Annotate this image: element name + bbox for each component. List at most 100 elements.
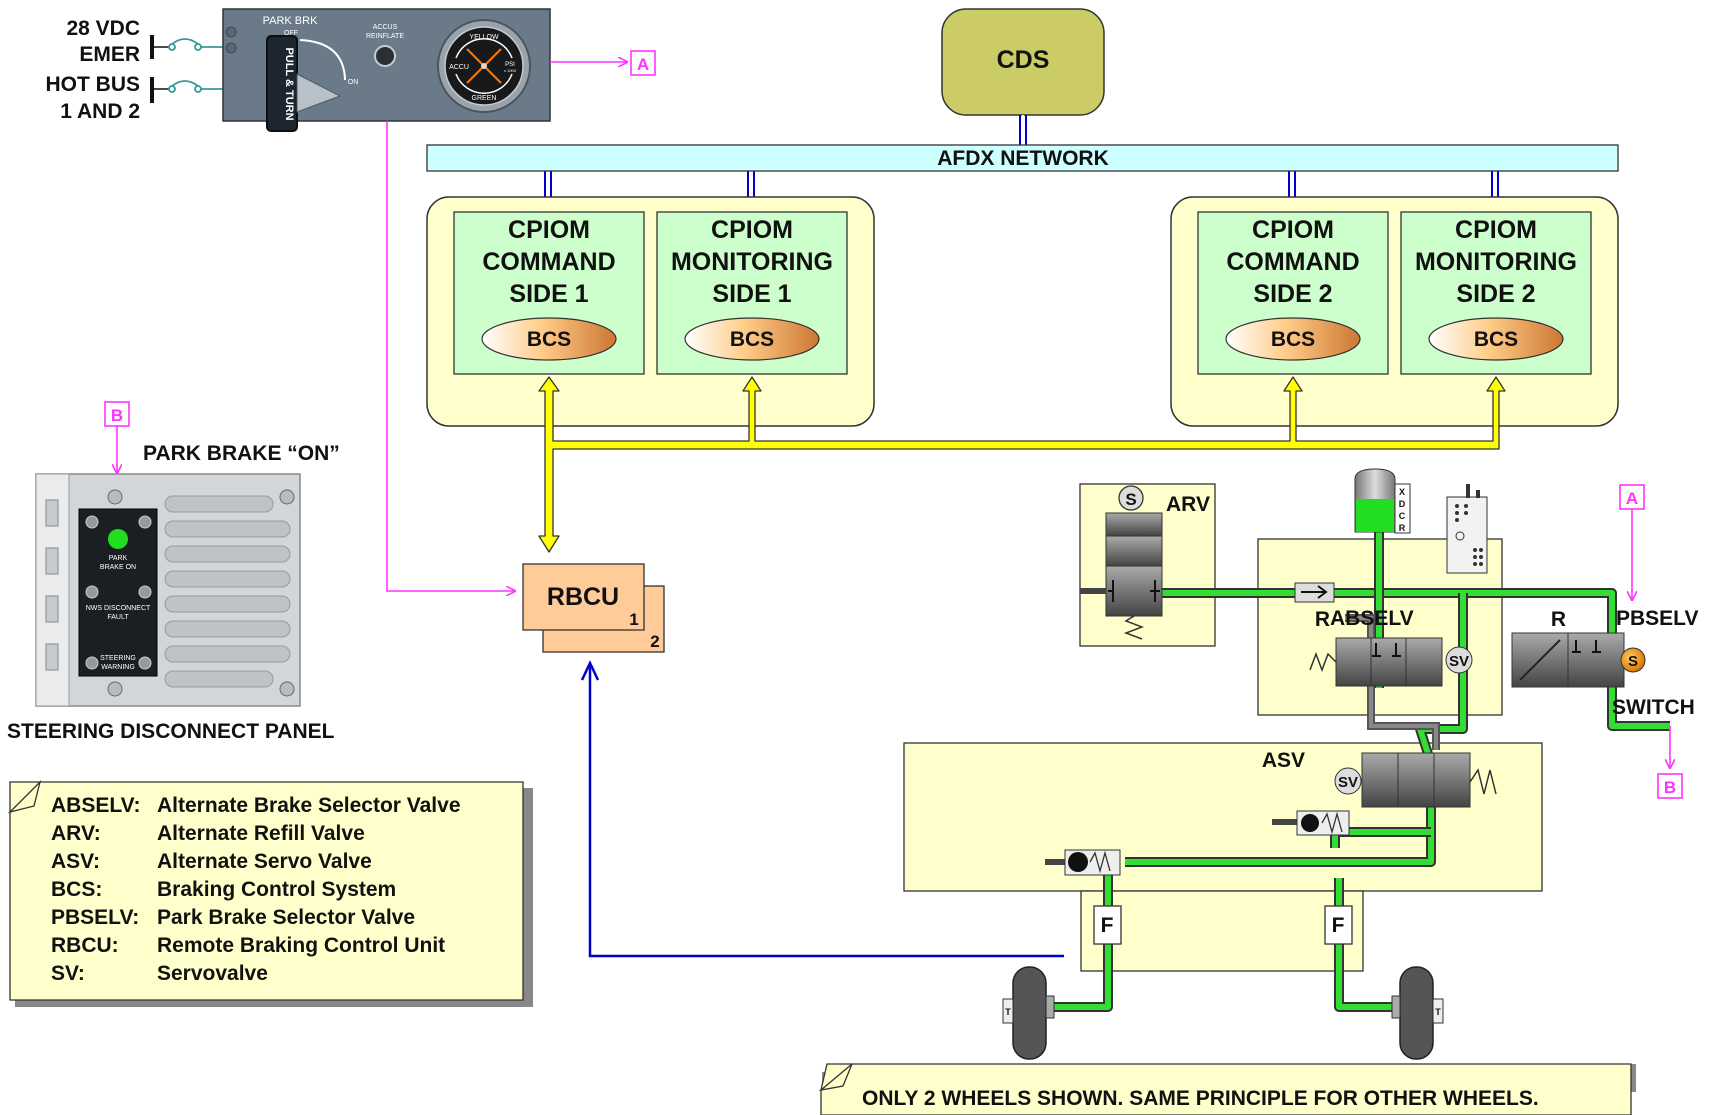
steering-panel-caption: STEERING DISCONNECT PANEL [7,720,335,743]
asv-label: ASV [1262,749,1305,772]
check-valve [1294,582,1335,603]
pbselv-label: PBSELV [1616,607,1698,630]
fuse-right-label: F [1332,914,1345,937]
xdcr-c: C [1399,511,1406,521]
legend-abbr-3: ASV: [51,850,100,873]
gauge-yellow-label: YELLOW [469,34,499,41]
power-emer-label: EMER [79,43,140,66]
arv-s-label: S [1125,490,1136,509]
cpiom-monitoring-side-2: CPIOM MONITORING SIDE 2 BCS [1400,211,1592,375]
xdcr-d: D [1399,499,1406,509]
pull-turn-label: PULL & TURN [283,47,295,120]
arv-valve: S ARV [1080,485,1210,640]
park-indicator-line2: BRAKE ON [100,564,136,571]
legend-desc-2: Alternate Refill Valve [157,822,365,845]
footnote: ONLY 2 WHEELS SHOWN. SAME PRINCIPLE FOR … [818,1063,1636,1115]
gauge-accu-label: ACCU [449,64,469,71]
cpiom-command-side-1: CPIOM COMMAND SIDE 1 BCS [453,211,645,375]
power-hot-bus-label: HOT BUS [46,73,141,96]
cpiom-4-line1: CPIOM [1455,216,1537,244]
abselv-r-label: R [1315,608,1330,631]
pbselv-valve: PBSELV R S SWITCH [1511,607,1698,719]
cpiom-4-line2: MONITORING [1415,248,1577,276]
reference-a-right: A [1619,484,1645,600]
circuit-breakers [150,35,224,103]
cds-label: CDS [997,46,1050,74]
power-1-and-2-label: 1 AND 2 [60,100,140,123]
legend-abbr-1: ABSELV: [51,794,140,817]
cpiom-monitoring-side-1: CPIOM MONITORING SIDE 1 BCS [656,211,848,375]
legend-abbr-5: PBSELV: [51,906,139,929]
shuttle-valve-lower [1045,849,1121,876]
xdcr-x: X [1399,487,1405,497]
yellow-data-bus [538,376,1506,553]
cpiom-4-line3: SIDE 2 [1456,280,1535,308]
gauge-psi-label: PSI [505,62,515,68]
legend-abbr-7: SV: [51,962,85,985]
cpiom-command-side-2: CPIOM COMMAND SIDE 2 BCS [1197,211,1389,375]
shuttle-valve-upper [1272,810,1350,836]
park-brake-handle[interactable]: PULL & TURN [266,35,342,132]
tacho-signal-wire [588,663,1064,958]
pressure-switch [1446,484,1488,574]
park-brk-off-label: OFF [284,30,298,37]
park-brake-on-light [108,529,128,549]
cpiom-3-line1: CPIOM [1252,216,1334,244]
legend-desc-7: Servovalve [157,962,268,985]
rbcu-label: RBCU [547,583,619,611]
steering-indicator-line1: STEERING [100,655,136,662]
legend-desc-5: Park Brake Selector Valve [157,906,415,929]
pbselv-r-label: R [1551,608,1566,631]
arv-solenoid-icon [1118,485,1144,511]
gauge-unit-label: x 1000 [504,68,517,73]
rbcu-units: 2 RBCU 1 [522,563,665,653]
nws-indicator-line2: FAULT [107,614,129,621]
cpiom-3-line2: COMMAND [1226,248,1359,276]
cpiom-1-line3: SIDE 1 [509,280,588,308]
rbcu-1-number: 1 [629,610,638,629]
ref-a-top-label: A [637,55,649,74]
rbcu-2-number: 2 [650,632,659,651]
park-brake-on-label: PARK BRAKE “ON” [143,442,340,465]
steering-disconnect-panel: PARK BRAKE ON NWS DISCONNECT FAULT STEER… [35,473,301,707]
cds-box: CDS [941,8,1105,116]
bcs-2-label: BCS [730,328,774,351]
nws-indicator-line1: NWS DISCONNECT [86,605,151,612]
cpiom-3-line3: SIDE 2 [1253,280,1332,308]
ref-a-right-label: A [1626,489,1638,508]
power-28vdc-label: 28 VDC [66,17,140,40]
reference-a-top: A [550,50,656,76]
abselv-sv-label: SV [1449,653,1469,670]
fuse-housing [1080,890,1364,972]
cpiom-1-line2: COMMAND [482,248,615,276]
afdx-network-bar: AFDX NETWORK [426,144,1619,172]
bcs-1-label: BCS [527,328,571,351]
cpiom-2-line3: SIDE 1 [712,280,791,308]
legend-abbr-6: RBCU: [51,934,119,957]
reinflate-label: REINFLATE [366,33,404,40]
steering-indicator-line2: WARNING [101,664,135,671]
abselv-label: ABSELV [1330,607,1414,630]
tacho-right-label: T [1435,1007,1441,1017]
accus-reinflate-button[interactable] [374,45,396,67]
bcs-4-label: BCS [1474,328,1518,351]
reference-b-left: B [104,401,130,473]
hydraulic-fuse-right: F [1324,905,1353,945]
afdx-label: AFDX NETWORK [937,147,1109,170]
footnote-text: ONLY 2 WHEELS SHOWN. SAME PRINCIPLE FOR … [862,1087,1539,1110]
fuse-left-label: F [1101,914,1114,937]
accumulator-pressure-gauge: YELLOW ACCU PSI x 1000 GREEN [437,19,531,113]
abselv-valve: ABSELV R SV [1309,607,1473,687]
asv-valve: ASV SV [1262,749,1497,808]
park-brk-title: PARK BRK [263,15,318,27]
park-brake-panel: PARK BRK OFF ON PULL & TURN ACCUS REINFL… [222,8,551,132]
tacho-left-label: T [1005,1007,1011,1017]
park-brake-to-rbcu-wire [386,121,515,591]
legend-abbr-4: BCS: [51,878,102,901]
power-supply-labels: 28 VDC EMER HOT BUS 1 AND 2 [46,17,141,123]
park-brk-on-label: ON [348,79,359,86]
legend-desc-3: Alternate Servo Valve [157,850,372,873]
legend-abbr-2: ARV: [51,822,101,845]
gauge-green-label: GREEN [472,95,497,102]
